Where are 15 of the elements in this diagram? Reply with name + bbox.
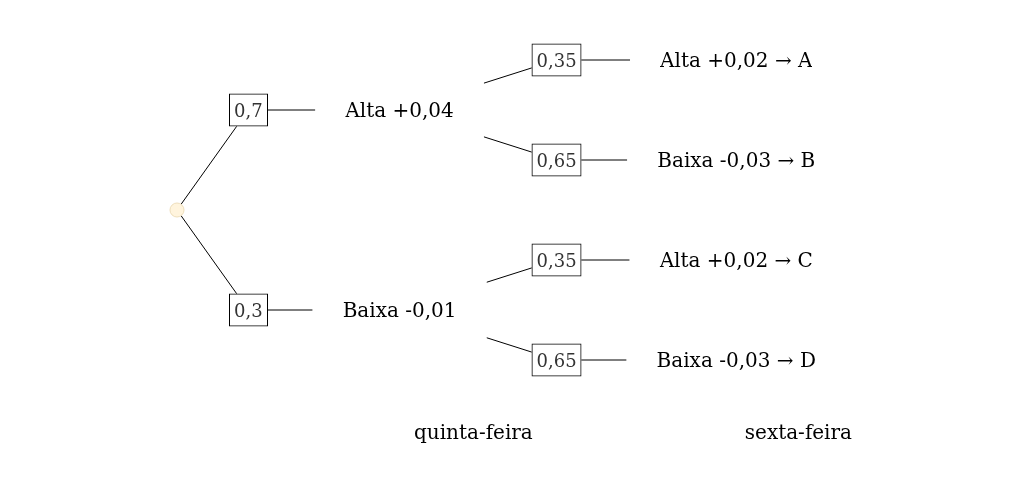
edge-label: 0,65 — [536, 349, 577, 371]
node-text: Baixa -0,03 → D — [656, 348, 816, 372]
edge-label: 0,35 — [536, 49, 577, 71]
node-text: Alta +0,04 — [345, 98, 454, 122]
edge-label: 0,3 — [234, 299, 263, 321]
edge-label: 0,35 — [536, 249, 577, 271]
node-text: Baixa -0,03 → B — [657, 148, 816, 172]
edge-label: 0,7 — [234, 99, 263, 121]
node-text: Alta +0,02 → A — [660, 48, 813, 72]
column-label: quinta-feira — [414, 420, 533, 444]
node-text: Baixa -0,01 — [342, 298, 457, 322]
node-point — [169, 202, 185, 218]
node-text: Alta +0,02 → C — [659, 248, 813, 272]
column-label: sexta-feira — [744, 420, 852, 444]
edge-label: 0,65 — [536, 149, 577, 171]
